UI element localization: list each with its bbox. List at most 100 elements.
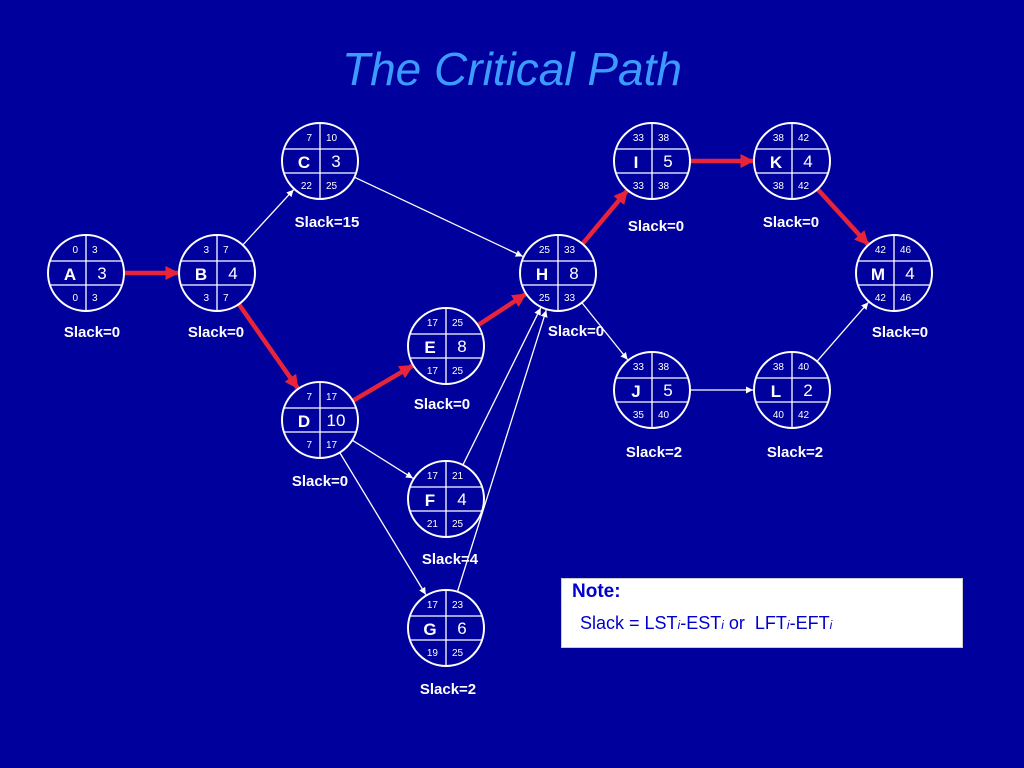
node-id: A [64, 265, 76, 284]
node-es: 38 [773, 362, 785, 373]
edge-f-h [462, 307, 542, 466]
node-duration: 3 [331, 152, 340, 171]
slack-label-a: Slack=0 [63, 324, 121, 341]
slack-label-e: Slack=0 [413, 396, 471, 413]
node-lf: 3 [92, 293, 98, 304]
node-id: M [871, 265, 885, 284]
node-lf: 40 [658, 410, 670, 421]
node-ls: 25 [539, 293, 551, 304]
slack-label-i: Slack=0 [627, 218, 685, 235]
node-es: 17 [427, 600, 439, 611]
node-ef: 21 [452, 471, 464, 482]
node-duration: 8 [569, 264, 578, 283]
edge-l-m [816, 301, 869, 362]
slack-label-d: Slack=0 [291, 473, 349, 490]
node-id: C [298, 153, 310, 172]
slack-label-j: Slack=2 [625, 444, 683, 461]
node-id: E [424, 338, 435, 357]
node-id: K [770, 153, 783, 172]
node-ef: 25 [452, 318, 464, 329]
node-k: K 4 38 42 38 42 [753, 122, 831, 200]
node-ef: 10 [326, 133, 338, 144]
node-lf: 25 [452, 519, 464, 530]
edge-g-h [456, 309, 548, 592]
node-lf: 38 [658, 181, 670, 192]
slack-label-h: Slack=0 [547, 323, 605, 340]
node-ls: 35 [633, 410, 645, 421]
node-ef: 17 [326, 392, 338, 403]
node-es: 7 [306, 133, 312, 144]
node-lf: 33 [564, 293, 576, 304]
node-duration: 8 [457, 337, 466, 356]
node-id: B [195, 265, 207, 284]
node-e: E 8 17 25 17 25 [407, 307, 485, 385]
node-id: F [425, 491, 435, 510]
node-id: L [771, 382, 781, 401]
node-es: 25 [539, 245, 551, 256]
edge-b-d-critical [236, 302, 300, 390]
node-duration: 10 [327, 411, 346, 430]
node-ef: 38 [658, 133, 670, 144]
slack-label-b: Slack=0 [187, 324, 245, 341]
node-ef: 23 [452, 600, 464, 611]
node-ls: 17 [427, 366, 439, 377]
edge-b-c [242, 189, 295, 246]
slack-label-k: Slack=0 [762, 214, 820, 231]
slack-label-f: Slack=4 [421, 551, 479, 568]
node-ls: 21 [427, 519, 439, 530]
slack-label-g: Slack=2 [419, 681, 477, 698]
node-duration: 4 [905, 264, 914, 283]
node-id: H [536, 265, 548, 284]
node-es: 42 [875, 245, 887, 256]
node-ef: 3 [92, 245, 98, 256]
node-es: 7 [306, 392, 312, 403]
node-lf: 25 [452, 648, 464, 659]
node-lf: 25 [452, 366, 464, 377]
node-es: 33 [633, 362, 645, 373]
edge-k-m-critical [815, 187, 870, 246]
node-duration: 3 [97, 264, 106, 283]
node-lf: 17 [326, 440, 338, 451]
node-duration: 6 [457, 619, 466, 638]
edges-layer [124, 154, 870, 595]
node-ef: 38 [658, 362, 670, 373]
node-ef: 42 [798, 133, 810, 144]
node-duration: 4 [803, 152, 812, 171]
note-box: Note: Slack = LSTi-ESTi or LFTi-EFTi [561, 578, 963, 648]
node-lf: 7 [223, 293, 229, 304]
node-duration: 4 [457, 490, 466, 509]
node-ef: 40 [798, 362, 810, 373]
node-es: 17 [427, 318, 439, 329]
node-duration: 5 [663, 152, 672, 171]
edge-d-g [339, 452, 427, 595]
node-ls: 38 [773, 181, 785, 192]
node-es: 33 [633, 133, 645, 144]
node-lf: 42 [798, 181, 810, 192]
node-lf: 46 [900, 293, 912, 304]
node-d: D 10 7 17 7 17 [281, 381, 359, 459]
node-es: 17 [427, 471, 439, 482]
node-id: D [298, 412, 310, 431]
node-id: J [631, 382, 640, 401]
node-duration: 4 [228, 264, 237, 283]
node-ef: 7 [223, 245, 229, 256]
slack-label-l: Slack=2 [766, 444, 824, 461]
node-duration: 2 [803, 381, 812, 400]
slack-label-c: Slack=15 [294, 214, 360, 231]
slack-formula: Slack = LSTi-ESTi or LFTi-EFTi [580, 613, 833, 633]
node-es: 0 [72, 245, 78, 256]
node-ls: 19 [427, 648, 439, 659]
edge-c-h [354, 176, 523, 257]
node-lf: 25 [326, 181, 338, 192]
node-es: 38 [773, 133, 785, 144]
slack-label-m: Slack=0 [871, 324, 929, 341]
node-ls: 7 [306, 440, 312, 451]
node-f: F 4 17 21 21 25 [407, 460, 485, 538]
